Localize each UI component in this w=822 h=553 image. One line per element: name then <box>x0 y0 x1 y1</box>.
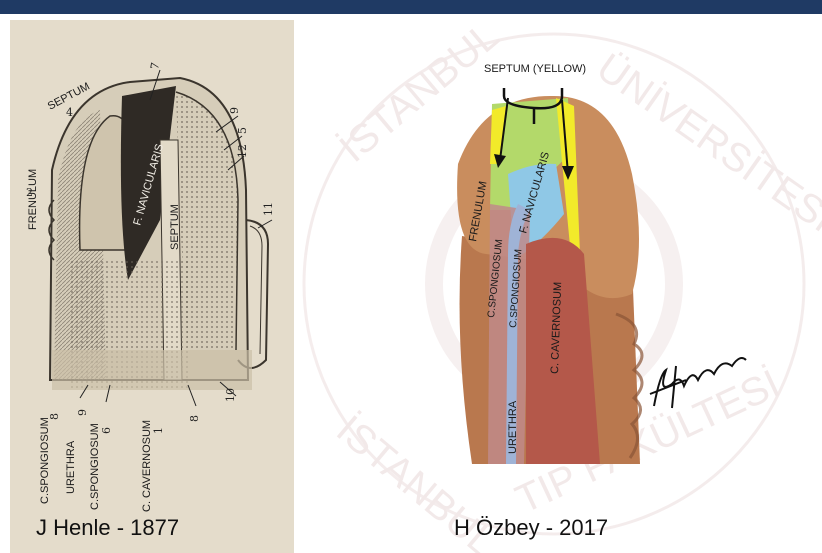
num-8: 8 <box>188 415 201 422</box>
num-7: 7 <box>148 61 162 70</box>
label-c-spongiosum-1: C.SPONGIOSUM <box>39 417 51 504</box>
caption-ozbey: H Özbey - 2017 <box>454 515 608 541</box>
slide-top-border <box>0 0 822 14</box>
num-2: 2 <box>26 186 33 199</box>
num-11: 11 <box>262 202 275 216</box>
label-urethra: URETHRA <box>65 440 77 494</box>
num-9b: 9 <box>76 409 89 416</box>
slide: SEPTUM FRENULUM F. NAVICULARIS SEPTUM C.… <box>0 14 822 553</box>
num-1: 1 <box>152 427 165 434</box>
num-12: 12 <box>236 144 249 158</box>
num-8b: 8 <box>48 413 61 420</box>
caption-henle: J Henle - 1877 <box>36 515 179 541</box>
label-septum-mid: SEPTUM <box>169 204 181 250</box>
label-septum-yellow: SEPTUM (YELLOW) <box>484 63 586 75</box>
num-10: 10 <box>224 388 237 402</box>
ozbey-illustration: İSTANBUL ÜNİVERSİTESİ İSTANBUL TIP FAKÜL… <box>294 14 822 553</box>
num-4: 4 <box>66 106 73 119</box>
num-6: 6 <box>100 427 113 434</box>
label-frenulum: FRENULUM <box>27 169 39 230</box>
ozbey-figure: İSTANBUL ÜNİVERSİTESİ İSTANBUL TIP FAKÜL… <box>294 14 822 553</box>
henle-engraving: SEPTUM FRENULUM F. NAVICULARIS SEPTUM C.… <box>10 20 294 553</box>
henle-figure: SEPTUM FRENULUM F. NAVICULARIS SEPTUM C.… <box>10 20 294 553</box>
label-c-spongiosum-2: C.SPONGIOSUM <box>89 423 101 510</box>
num-9: 9 <box>228 107 241 114</box>
label-urethra-right: URETHRA <box>507 400 519 454</box>
num-5: 5 <box>236 127 249 134</box>
